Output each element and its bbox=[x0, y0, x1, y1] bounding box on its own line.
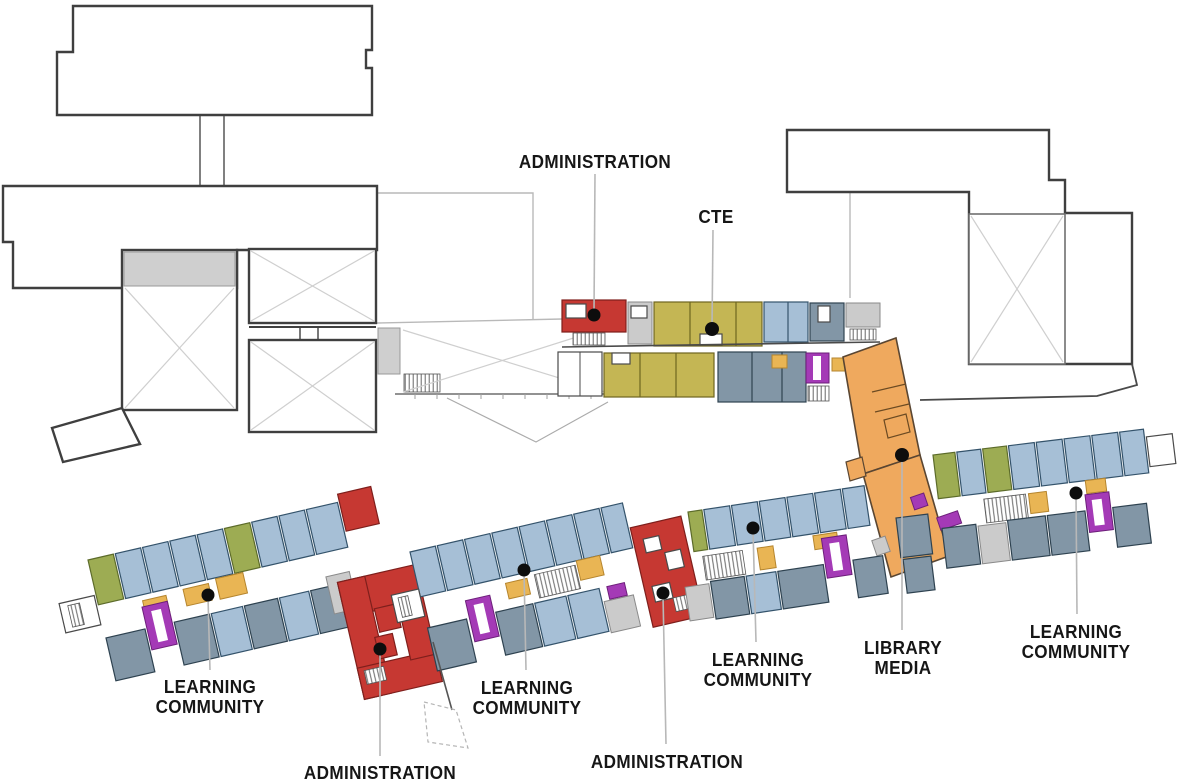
learning-wing-2 bbox=[390, 502, 705, 672]
label-cte: CTE bbox=[698, 206, 734, 227]
admin-cte-band bbox=[557, 299, 881, 403]
learning-wing-1 bbox=[58, 485, 444, 701]
marker-administration-top bbox=[587, 308, 601, 322]
site-connector-lines bbox=[376, 192, 851, 324]
label-learning-community-far-east: LEARNING COMMUNITY bbox=[1021, 621, 1131, 662]
marker-administration-south bbox=[656, 586, 670, 600]
label-administration-south: ADMINISTRATION bbox=[590, 751, 744, 772]
marker-lc-far-east bbox=[1069, 486, 1083, 500]
label-library-media: LIBRARY MEDIA bbox=[863, 637, 943, 678]
leader-lines bbox=[207, 173, 1078, 756]
marker-cte bbox=[705, 322, 719, 336]
label-learning-community-west: LEARNING COMMUNITY bbox=[155, 676, 265, 717]
library-media-wing bbox=[842, 336, 963, 579]
existing-building-west bbox=[1, 184, 441, 464]
label-administration-top: ADMINISTRATION bbox=[518, 151, 672, 172]
location-markers bbox=[201, 308, 1083, 656]
learning-wing-3 bbox=[684, 485, 889, 622]
marker-lc-east bbox=[746, 521, 760, 535]
marker-lc-west bbox=[201, 588, 215, 602]
existing-building-northeast bbox=[785, 128, 1139, 401]
label-administration-southwest: ADMINISTRATION bbox=[303, 762, 457, 783]
label-learning-community-central: LEARNING COMMUNITY bbox=[472, 677, 582, 718]
marker-administration-southwest bbox=[373, 642, 387, 656]
wing-4-link-rooms bbox=[895, 513, 936, 594]
label-learning-community-east: LEARNING COMMUNITY bbox=[703, 649, 813, 690]
marker-lc-central bbox=[517, 563, 531, 577]
entry-canopy-outline bbox=[423, 641, 469, 749]
administration-south-block bbox=[629, 515, 705, 628]
existing-building-northwest bbox=[55, 4, 374, 186]
learning-wing-4 bbox=[932, 428, 1177, 569]
marker-library-media bbox=[895, 448, 909, 462]
